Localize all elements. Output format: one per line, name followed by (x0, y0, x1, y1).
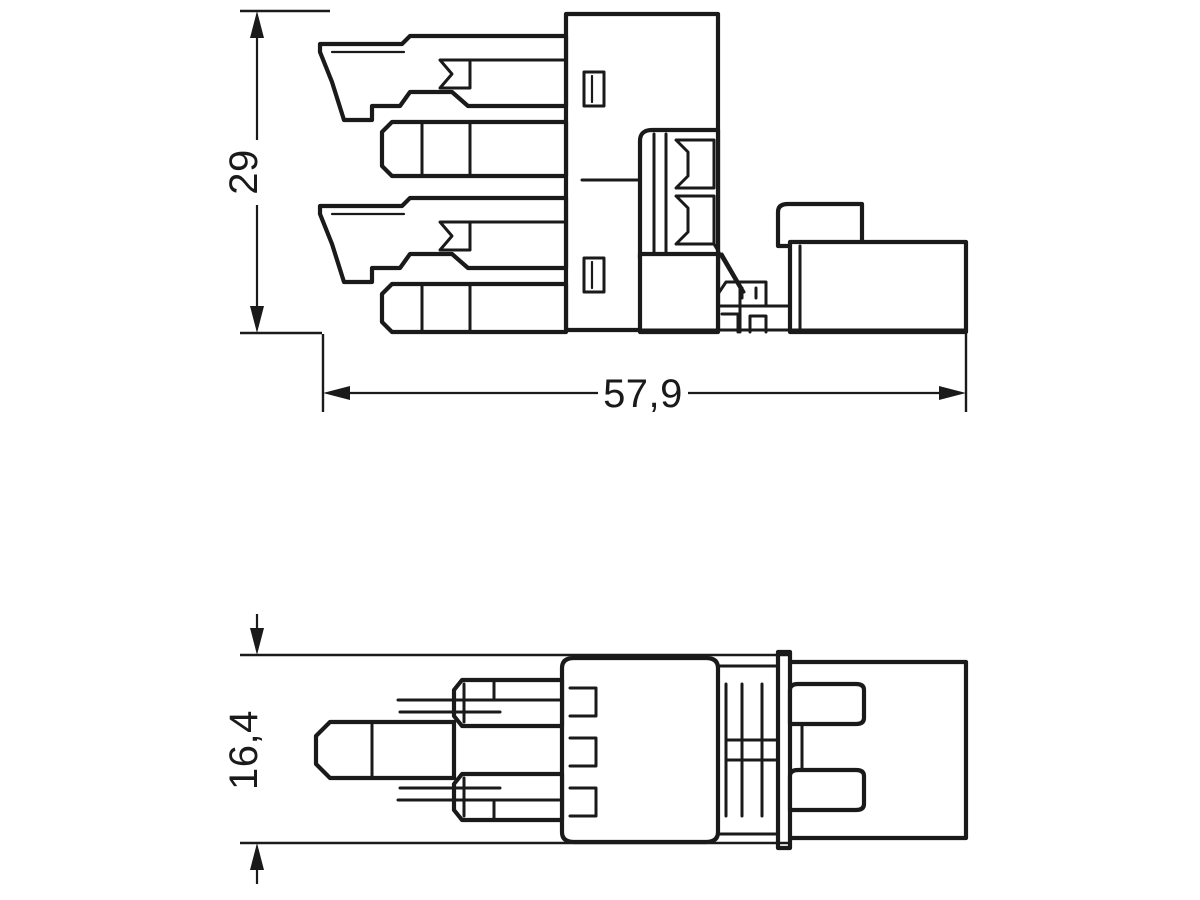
arrow-29-top (250, 11, 264, 38)
arrow-29-bottom (250, 306, 264, 333)
top-view-group (313, 649, 969, 851)
top-body-slot-3 (568, 786, 598, 818)
top-fork-arm-lower (451, 771, 565, 823)
base-notch-2 (748, 314, 768, 334)
top-contact-blade-lower (787, 767, 867, 813)
side-view-group (317, 11, 969, 335)
arrow-16-4-bottom (250, 843, 264, 870)
contact-block-lower (379, 281, 569, 335)
top-body-slot-1 (568, 686, 598, 718)
base-top-slots (740, 286, 758, 300)
top-fork-arm-upper (451, 677, 565, 729)
rib-window-lower (674, 194, 716, 246)
latch-arm-upper (317, 33, 569, 123)
arrow-57-9-left (323, 386, 350, 400)
dimension-29: 29 (222, 9, 330, 335)
top-contact-blade-upper (787, 681, 867, 727)
dim-label-16-4: 16,4 (222, 710, 266, 790)
base-notch-1 (720, 312, 740, 334)
housing-slot-upper (582, 70, 606, 108)
housing-slot-lower (582, 256, 606, 294)
rib-window-upper (674, 138, 716, 190)
dimension-16-4: 16,4 (222, 614, 790, 884)
contact-block-upper (379, 119, 569, 179)
rib-to-base-chamfer2 (720, 252, 746, 294)
top-divider-rib (775, 649, 793, 851)
dimension-57-9: 57,9 (321, 334, 968, 416)
top-body-main (559, 655, 721, 845)
latch-arm-lower-detail (438, 220, 472, 252)
rear-shoulder-block (775, 201, 865, 249)
dim-label-29: 29 (222, 149, 266, 195)
latch-arm-lower (317, 195, 569, 285)
top-body-slot-2 (568, 736, 598, 768)
latch-arm-upper-detail (438, 58, 472, 90)
dim-label-57-9: 57,9 (603, 372, 683, 416)
base-latch-detail (716, 280, 768, 308)
arrow-57-9-right (939, 386, 966, 400)
housing-lower-block (637, 251, 721, 335)
rear-plug-body (787, 239, 969, 335)
arrow-16-4-top (250, 628, 264, 655)
top-center-tongue (313, 719, 457, 781)
